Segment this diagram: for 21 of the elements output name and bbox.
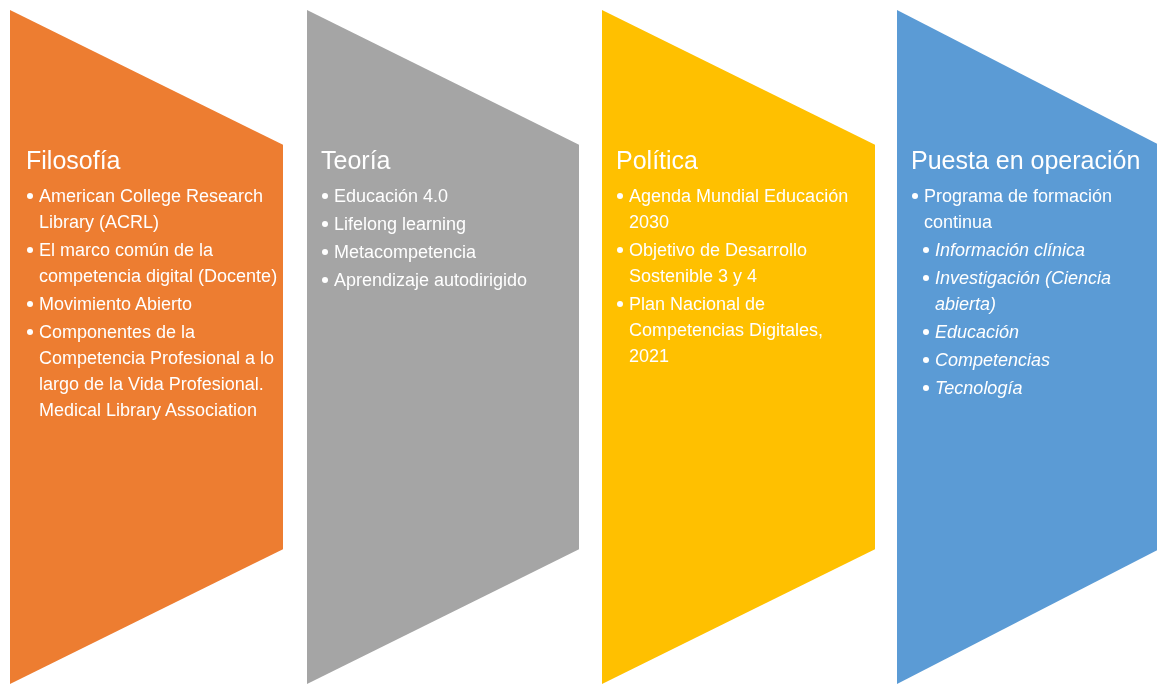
list-item-text: Programa de formación continua: [924, 185, 1114, 234]
heading: Puesta en operación: [911, 145, 1142, 176]
list-item-text: Agenda Mundial Educación 2030: [629, 185, 850, 234]
list-item-text: Competencias: [935, 349, 1052, 372]
list-item-text: Metacompetencia: [334, 241, 478, 264]
list-item-text: Información clínica: [935, 239, 1087, 262]
list-item-text: Educación: [935, 321, 1021, 344]
list-item-text: Plan Nacional de Competencias Digitales, 2021: [629, 293, 825, 368]
list-item-text: Investigación (Ciencia abierta): [935, 267, 1113, 316]
list-item-text: Movimiento Abierto: [39, 293, 194, 316]
list-item-text: American College Research Library (ACRL): [39, 185, 265, 234]
list-item-text: Tecnología: [935, 377, 1024, 400]
list-item-text: Educación 4.0: [334, 185, 450, 208]
list-item-text: Componentes de la Competencia Profesional a lo largo de la Vida Profesional. Medical Library Association: [39, 321, 276, 422]
list-item-text: El marco común de la competencia digital (Docente): [39, 239, 278, 288]
heading: Filosofía: [26, 145, 122, 176]
heading: Política: [616, 145, 699, 176]
list-item-text: Lifelong learning: [334, 213, 468, 236]
heading: Teoría: [321, 145, 392, 176]
list-item-text: Aprendizaje autodirigido: [334, 269, 529, 292]
list-item-text: Objetivo de Desarrollo Sostenible 3 y 4: [629, 239, 809, 288]
